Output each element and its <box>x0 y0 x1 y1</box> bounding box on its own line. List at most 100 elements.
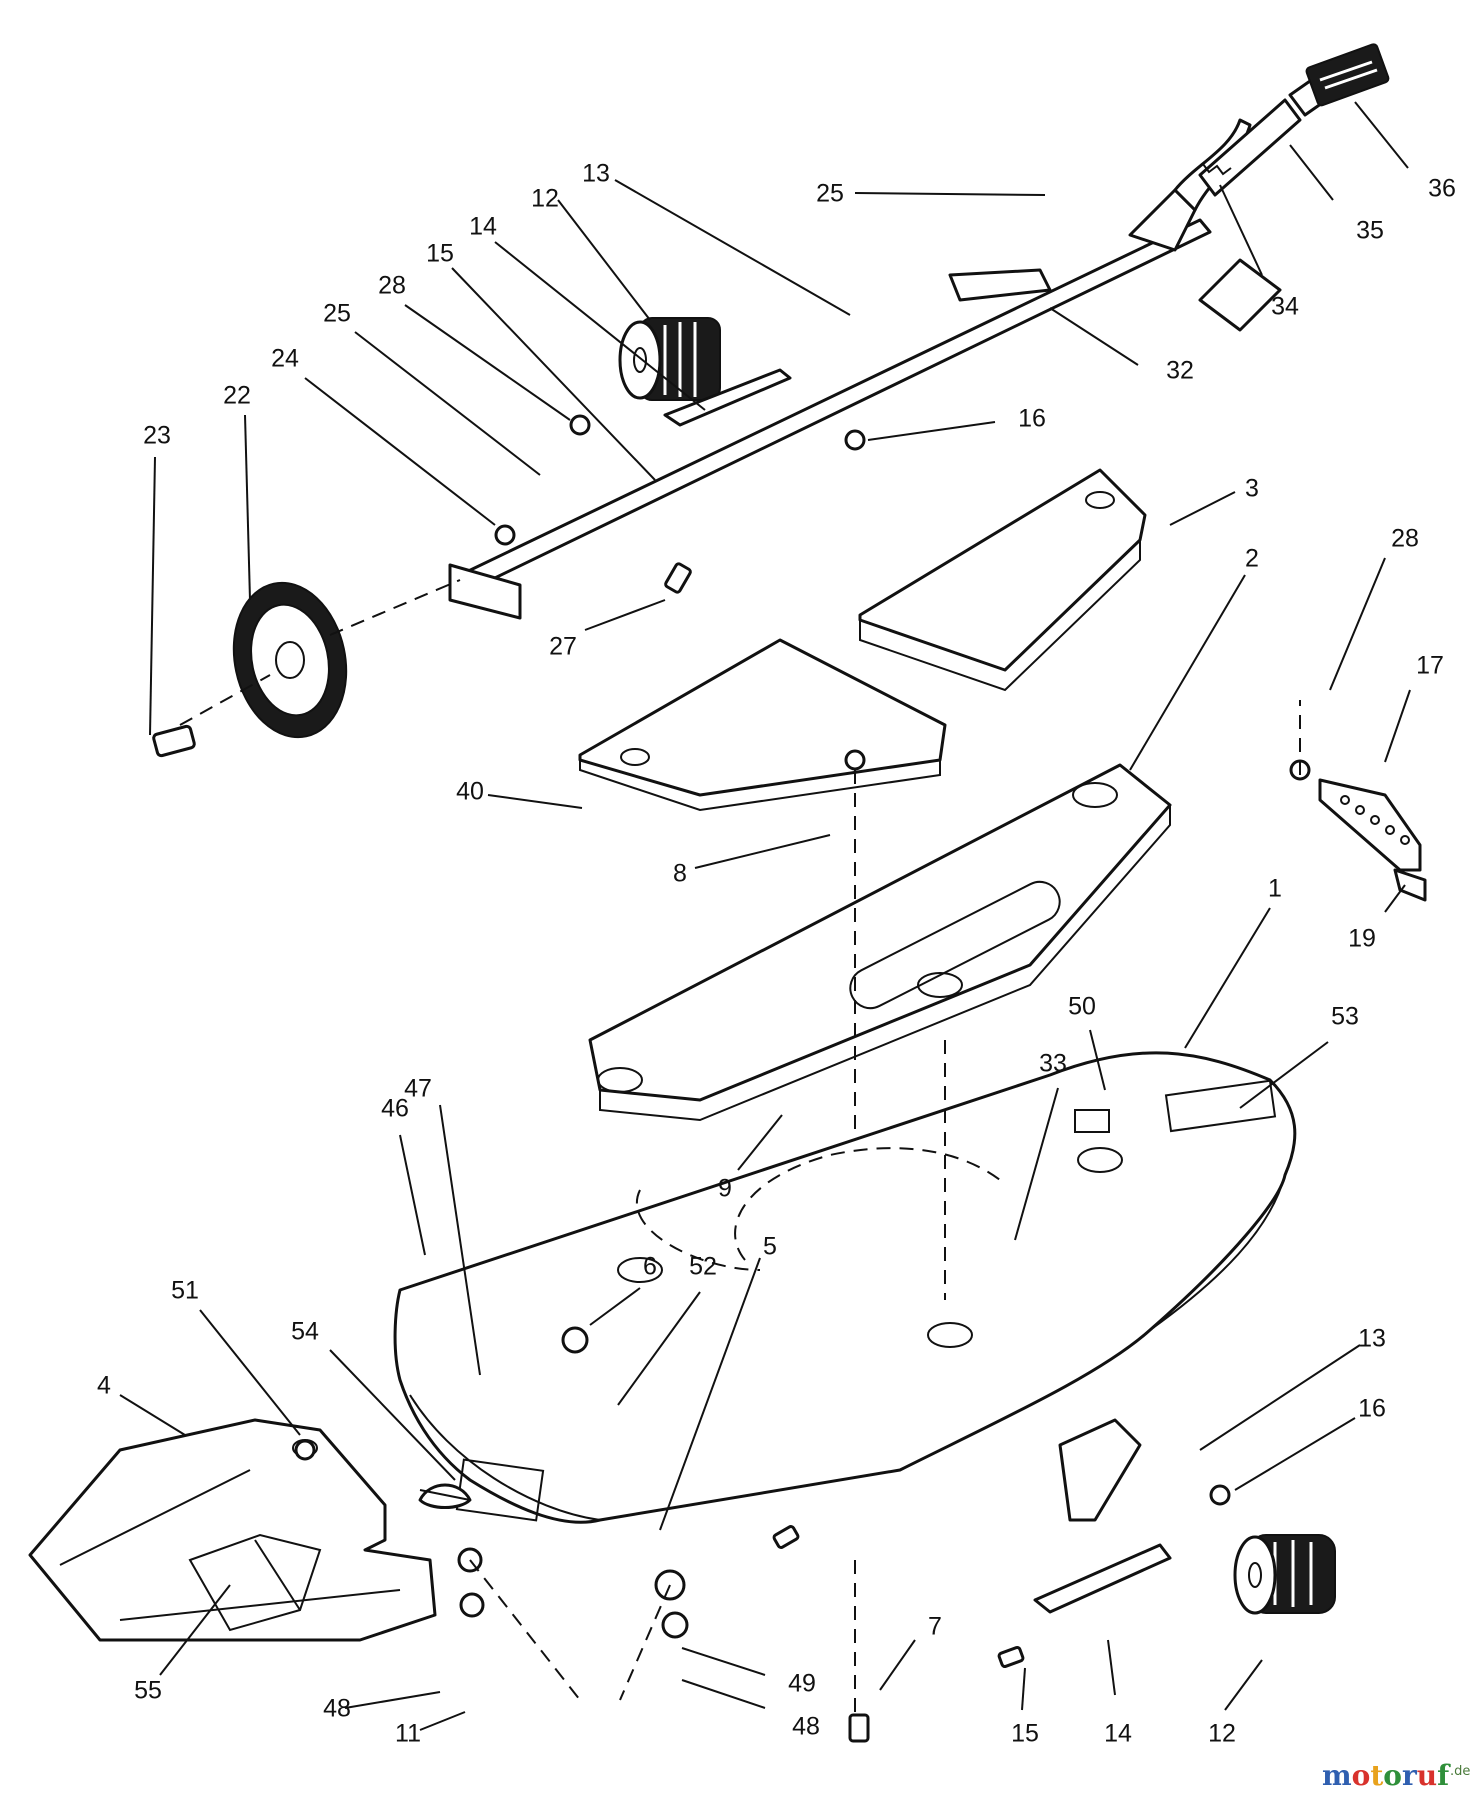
callout-33: 33 <box>1014 1050 1067 1241</box>
callout-27: 27 <box>549 599 666 661</box>
callout-7: 7 <box>879 1613 942 1691</box>
callout-24: 24 <box>271 345 496 526</box>
callout-48-right: 48 <box>681 1679 820 1741</box>
callout-13-upper: 13 <box>582 160 851 316</box>
callout-16-lower: 16 <box>1234 1395 1386 1491</box>
svg-text:50: 50 <box>1068 993 1096 1021</box>
svg-text:23: 23 <box>143 422 171 450</box>
callout-50: 50 <box>1068 993 1106 1091</box>
svg-text:16: 16 <box>1358 1395 1386 1423</box>
callout-54: 54 <box>291 1318 456 1481</box>
callout-46: 46 <box>381 1095 426 1256</box>
front-gauge-wheel <box>179 579 461 739</box>
callout-14-lower: 14 <box>1104 1639 1132 1748</box>
svg-text:motoruf: motoruf <box>1322 1759 1451 1792</box>
belt-cover-right <box>858 468 1147 692</box>
svg-text:40: 40 <box>456 778 484 806</box>
svg-text:32: 32 <box>1166 357 1194 385</box>
callout-47: 47 <box>404 1075 481 1376</box>
svg-text:13: 13 <box>582 160 610 188</box>
svg-text:1: 1 <box>1268 875 1282 903</box>
callout-13-lower: 13 <box>1199 1325 1386 1451</box>
svg-text:48: 48 <box>792 1713 820 1741</box>
discharge-deflector <box>28 1418 437 1642</box>
svg-text:8: 8 <box>673 860 687 888</box>
callout-49: 49 <box>681 1647 816 1698</box>
callout-16-upper: 16 <box>867 405 1046 441</box>
callout-19: 19 <box>1348 884 1406 953</box>
svg-text:55: 55 <box>134 1677 162 1705</box>
svg-text:7: 7 <box>928 1613 942 1641</box>
svg-text:48: 48 <box>323 1695 351 1723</box>
watermark-letter: m <box>1322 1759 1352 1792</box>
svg-text:2: 2 <box>1245 545 1259 573</box>
watermark-letter: o <box>1352 1759 1371 1792</box>
svg-text:33: 33 <box>1039 1050 1067 1078</box>
svg-text:11: 11 <box>395 1720 421 1748</box>
callout-15-lower: 15 <box>1011 1667 1039 1748</box>
svg-text:14: 14 <box>469 213 497 241</box>
foot-pedal <box>1194 43 1390 197</box>
svg-text:6: 6 <box>643 1253 657 1281</box>
watermark-letter: o <box>1383 1759 1402 1792</box>
svg-text:22: 22 <box>223 382 251 410</box>
watermark-letter: f <box>1437 1759 1451 1792</box>
belt-cover-left <box>578 638 947 812</box>
watermark-letter: r <box>1402 1759 1418 1792</box>
svg-text:27: 27 <box>549 633 577 661</box>
callout-28-right: 28 <box>1329 525 1419 691</box>
lower-roller-bracket <box>1033 1418 1172 1614</box>
callout-1: 1 <box>1184 875 1282 1049</box>
svg-text:13: 13 <box>1358 1325 1386 1353</box>
svg-text:.de: .de <box>1450 1764 1470 1779</box>
svg-text:19: 19 <box>1348 925 1376 953</box>
height-adjust-bracket <box>1318 778 1427 902</box>
svg-text:16: 16 <box>1018 405 1046 433</box>
svg-text:4: 4 <box>97 1372 111 1400</box>
callout-28-upper: 28 <box>378 272 571 421</box>
callout-51: 51 <box>171 1277 301 1436</box>
assembly-centerlines <box>469 700 1301 1715</box>
callout-25-lower: 25 <box>323 300 541 476</box>
lift-rod-assembly <box>448 118 1282 620</box>
svg-text:9: 9 <box>718 1175 732 1203</box>
callout-25-upper: 25 <box>816 180 1046 208</box>
callout-17: 17 <box>1384 652 1444 763</box>
callout-36: 36 <box>1354 101 1456 203</box>
hardware-nuts-bolts <box>294 414 1311 1743</box>
callout-22: 22 <box>223 382 251 601</box>
svg-text:52: 52 <box>689 1253 717 1281</box>
callout-55: 55 <box>134 1584 231 1705</box>
svg-text:49: 49 <box>788 1670 816 1698</box>
lower-roller <box>1233 1534 1336 1615</box>
watermark-letter: u <box>1417 1759 1437 1792</box>
svg-text:15: 15 <box>1011 1720 1039 1748</box>
svg-text:53: 53 <box>1331 1003 1359 1031</box>
watermark-logo: motoruf .de <box>1322 1759 1470 1792</box>
svg-text:15: 15 <box>426 240 454 268</box>
callout-9: 9 <box>718 1114 783 1203</box>
callout-3: 3 <box>1169 475 1259 526</box>
upper-roller <box>618 317 721 401</box>
callout-35: 35 <box>1289 144 1384 245</box>
front-axle-bolt <box>152 724 196 758</box>
callout-48-left: 48 <box>323 1691 441 1723</box>
callout-12-lower: 12 <box>1208 1659 1263 1748</box>
svg-text:36: 36 <box>1428 175 1456 203</box>
mower-deck-housing <box>393 1051 1297 1524</box>
callout-34: 34 <box>1219 184 1299 321</box>
svg-text:47: 47 <box>404 1075 432 1103</box>
svg-text:46: 46 <box>381 1095 409 1123</box>
svg-text:35: 35 <box>1356 217 1384 245</box>
svg-text:3: 3 <box>1245 475 1259 503</box>
svg-text:51: 51 <box>171 1277 199 1305</box>
deck-cover-plate <box>588 763 1172 1122</box>
callout-4: 4 <box>97 1372 186 1436</box>
svg-text:34: 34 <box>1271 293 1299 321</box>
callout-53: 53 <box>1239 1003 1359 1109</box>
callout-5: 5 <box>659 1233 777 1531</box>
svg-text:28: 28 <box>378 272 406 300</box>
svg-text:5: 5 <box>763 1233 777 1261</box>
callout-6: 6 <box>589 1253 657 1326</box>
